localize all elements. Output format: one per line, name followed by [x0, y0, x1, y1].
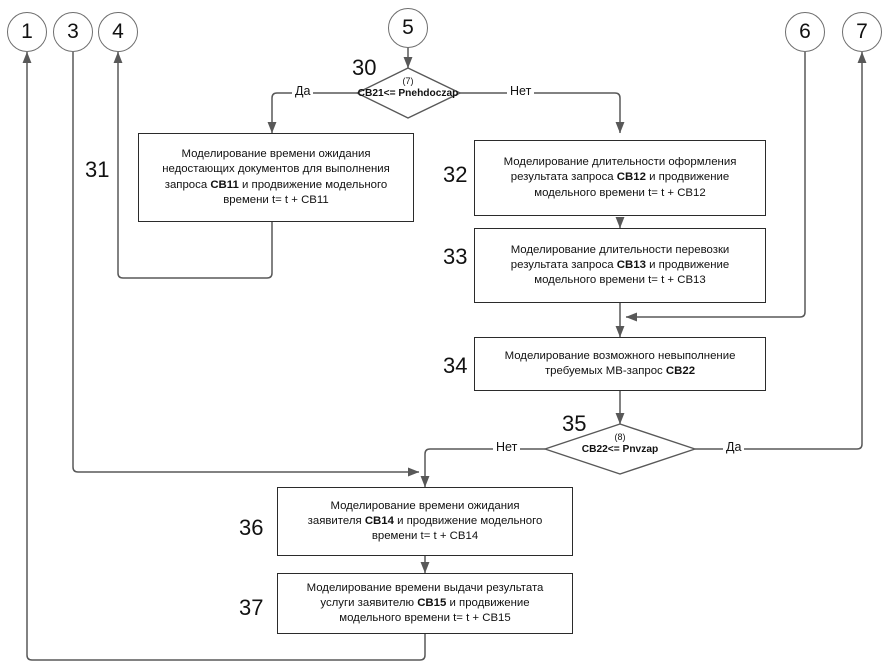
- process-36-line2-bold: CB14: [364, 514, 394, 527]
- process-36-box[interactable]: Моделирование времени ожидания заявителя…: [277, 487, 573, 556]
- decision-35-number: 35: [562, 411, 587, 436]
- decision-30-number: 30: [352, 55, 377, 80]
- decision-35-tag: (8): [614, 432, 626, 442]
- process-34-line2-pre: требуемых МВ-запрос: [544, 365, 666, 377]
- process-34-line1: Моделирование возможного невыполнение: [504, 349, 736, 362]
- process-33-line1: Моделирование длительности перевозки: [510, 243, 730, 256]
- connector-circle-4-label: 4: [112, 20, 124, 43]
- process-36-number: 36: [239, 515, 264, 540]
- process-31-line4: времени t= t + CB11: [223, 193, 329, 206]
- process-34-number: 34: [443, 353, 468, 378]
- connector-circle-6-label: 6: [799, 20, 811, 43]
- process-32-line2-post: и продвижение: [645, 171, 730, 184]
- decision-30-condition: CB21<= Pnehdoczap: [357, 88, 459, 99]
- edge-p37-to-c1: [22, 51, 426, 661]
- process-36-line1: Моделирование времени ожидания: [330, 499, 520, 512]
- process-37-line2-bold: CB15: [417, 596, 447, 609]
- process-33-line2-pre: результата запроса: [510, 258, 617, 271]
- edge-p31-to-c4: [113, 51, 273, 279]
- connector-circle-1-label: 1: [21, 20, 33, 43]
- process-36-line2-pre: заявителя: [307, 514, 365, 527]
- connector-circle-6[interactable]: 6: [785, 12, 825, 52]
- edge-d35-no-to-p36: [420, 448, 545, 488]
- process-37-number: 37: [239, 595, 264, 620]
- decision-30-shape: [356, 67, 461, 119]
- process-37-line2-pre: услуги заявителю: [320, 596, 418, 609]
- process-31-line3-post: и продвижение модельного: [238, 178, 388, 191]
- process-33-line2-post: и продвижение: [645, 258, 730, 271]
- process-37-line2-post: и продвижение: [446, 596, 530, 609]
- edge-d30-no-to-p32: [460, 92, 625, 134]
- connector-circle-1[interactable]: 1: [7, 12, 47, 52]
- process-33-line2-bold: CB13: [616, 258, 646, 271]
- connector-circle-4[interactable]: 4: [98, 12, 138, 52]
- process-33-box[interactable]: Моделирование длительности перевозки рез…: [474, 228, 766, 303]
- process-32-box[interactable]: Моделирование длительности оформления ре…: [474, 140, 766, 216]
- process-32-line2-pre: результата запроса: [510, 171, 617, 184]
- process-32-number: 32: [443, 162, 468, 187]
- process-32-line3: модельного времени t= t + CB12: [534, 186, 706, 199]
- decision-30-no-label: Нет: [507, 84, 535, 98]
- process-31-box[interactable]: Моделирование времени ожидания недостающ…: [138, 133, 414, 222]
- process-31-line3-bold: CB11: [210, 178, 239, 191]
- process-37-line3: модельного времени t= t + CB15: [339, 612, 511, 625]
- process-37-line1: Моделирование времени выдачи результата: [306, 581, 544, 594]
- decision-35-condition: CB22<= Pnvzap: [581, 444, 659, 455]
- decision-30-tag: (7): [402, 76, 414, 86]
- connector-circle-7[interactable]: 7: [842, 12, 882, 52]
- edge-d30-yes-to-p31: [267, 92, 357, 134]
- process-33-line3: модельного времени t= t + CB13: [534, 274, 706, 287]
- connector-circle-5[interactable]: 5: [388, 8, 428, 48]
- decision-35-shape: [544, 423, 696, 475]
- process-37-box[interactable]: Моделирование времени выдачи результата …: [277, 573, 573, 634]
- decision-30-yes-label: Да: [292, 84, 314, 98]
- connector-circle-5-label: 5: [402, 16, 414, 39]
- connector-circle-7-label: 7: [856, 20, 868, 43]
- decision-35-yes-label: Да: [723, 440, 745, 454]
- edge-c3-to-p36-spine: [72, 52, 420, 477]
- process-34-line2-bold: CB22: [665, 365, 696, 377]
- decision-35-no-label: Нет: [493, 440, 521, 454]
- edge-d35-yes-to-c7: [695, 51, 867, 450]
- process-32-line2-bold: CB12: [616, 171, 646, 184]
- process-31-line2: недостающих документов для выполнения: [162, 163, 390, 176]
- process-31-line3-pre: запроса: [164, 178, 211, 191]
- connector-circle-3-label: 3: [67, 20, 79, 43]
- process-31-line1: Моделирование времени ожидания: [181, 148, 371, 161]
- process-32-line1: Моделирование длительности оформления: [503, 156, 737, 169]
- process-34-box[interactable]: Моделирование возможного невыполнение тр…: [474, 337, 766, 391]
- connector-circle-3[interactable]: 3: [53, 12, 93, 52]
- process-36-line3: времени t= t + CB14: [371, 530, 479, 543]
- process-33-number: 33: [443, 244, 468, 269]
- process-31-number: 31: [85, 157, 110, 182]
- edge-c6-to-p34-spine: [625, 52, 806, 322]
- process-36-line2-post: и продвижение модельного: [393, 514, 543, 527]
